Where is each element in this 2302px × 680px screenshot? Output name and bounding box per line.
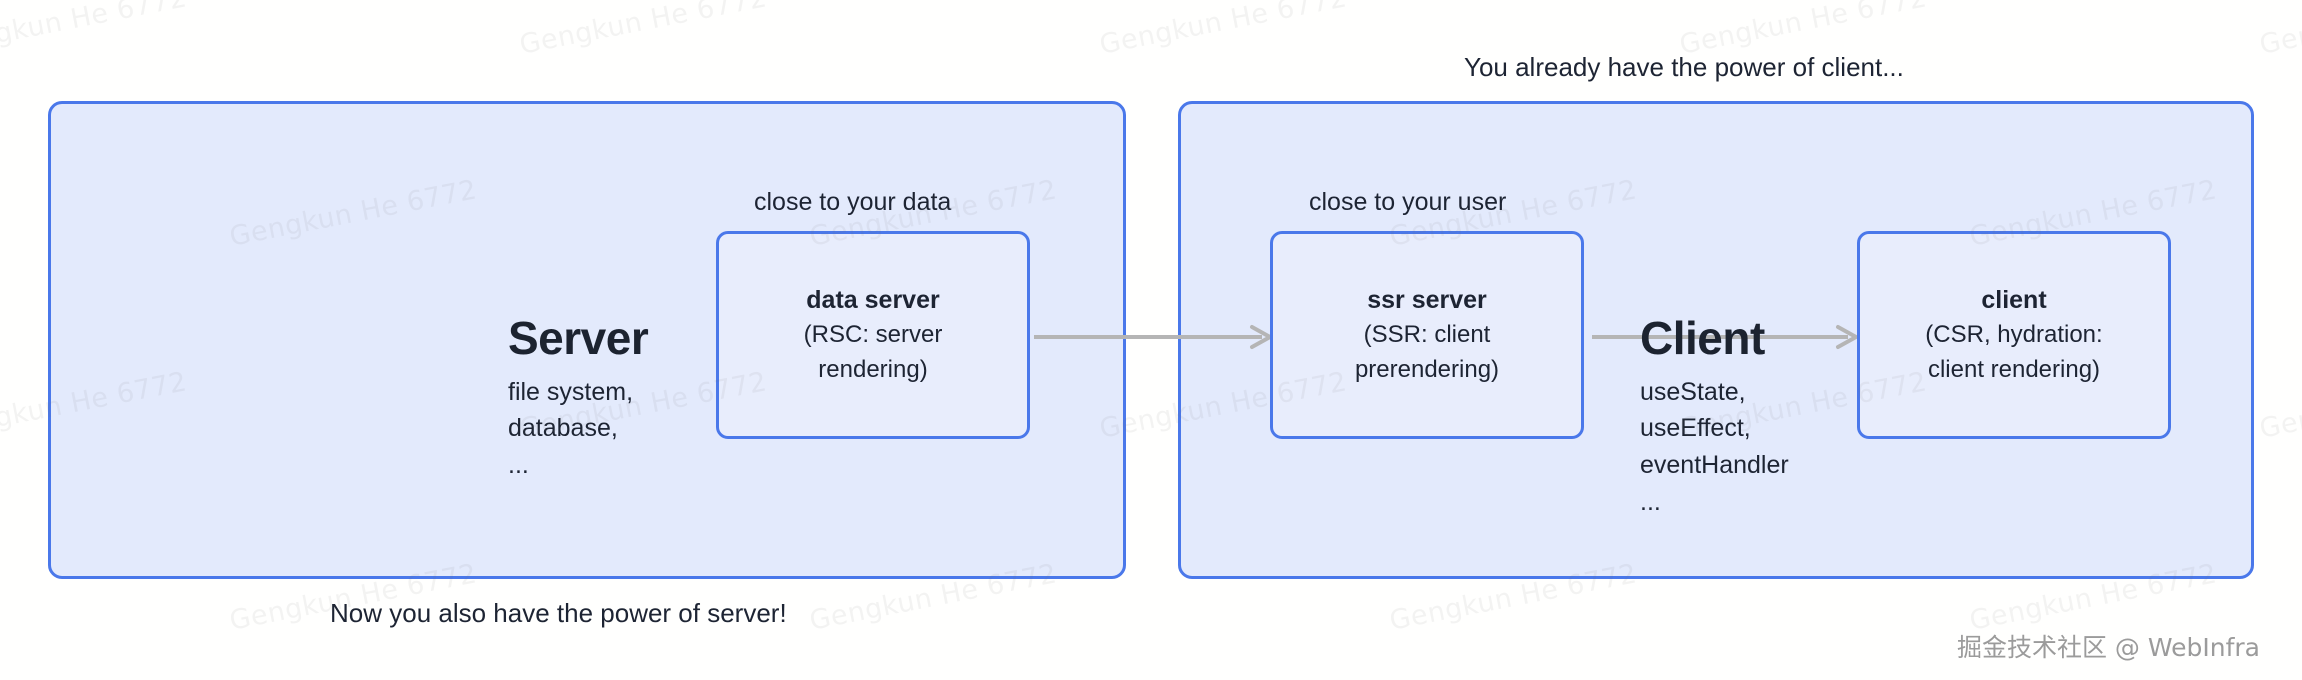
node-ssr-server[interactable]: ssr server (SSR: client prerendering) [1270, 231, 1584, 439]
watermark-text: Gengkun He 6772 [1097, 0, 1350, 61]
server-detail-line-3: ... [508, 451, 529, 480]
client-label-block: Client useState, useEffect, eventHandler… [1640, 313, 1789, 521]
server-label-block: Server file system, database, ... [508, 312, 649, 484]
server-detail-line-1: file system, [508, 377, 634, 406]
watermark-text: Gengkun He 6772 [2257, 366, 2302, 445]
node-client[interactable]: client (CSR, hydration: client rendering… [1857, 231, 2171, 439]
caption-top-right: You already have the power of client... [1464, 52, 1904, 82]
arrow-ssr-server-to-client [1592, 325, 1858, 349]
caption-close-to-your-data: close to your data [754, 188, 952, 216]
node-ssr-server-title: ssr server [1367, 286, 1487, 315]
node-data-server-subtitle-line-2: rendering) [818, 355, 928, 383]
watermark-text: Gengkun He 6772 [0, 0, 190, 61]
client-title: Client [1640, 312, 1765, 364]
node-data-server-title: data server [806, 286, 940, 315]
client-detail-line-3: eventHandler [1640, 451, 1789, 480]
client-detail-line-1: useState, [1640, 377, 1746, 406]
watermark-text: Gengkun He 6772 [2257, 0, 2302, 61]
client-detail-line-2: useEffect, [1640, 414, 1751, 443]
node-data-server[interactable]: data server (RSC: server rendering) [716, 231, 1030, 439]
server-detail-line-2: database, [508, 414, 618, 443]
node-ssr-server-subtitle-line-2: prerendering) [1354, 355, 1500, 383]
node-client-subtitle-line-1: (CSR, hydration: [1925, 321, 2103, 349]
watermark-text: Gengkun He 6772 [517, 0, 770, 61]
node-data-server-subtitle-line-1: (RSC: server [803, 321, 943, 349]
arrow-data-server-to-ssr-server [1034, 325, 1272, 349]
client-detail-line-4: ... [1640, 487, 1661, 516]
node-client-subtitle-line-2: client rendering) [1927, 355, 2101, 383]
node-ssr-server-subtitle-line-1: (SSR: client [1363, 321, 1491, 349]
caption-close-to-your-user: close to your user [1309, 188, 1507, 216]
server-title: Server [508, 312, 649, 364]
credit-watermark: 掘金技术社区 @ WebInfra [1956, 633, 2260, 662]
node-client-title: client [1981, 286, 2047, 315]
caption-bottom-left: Now you also have the power of server! [330, 598, 787, 628]
